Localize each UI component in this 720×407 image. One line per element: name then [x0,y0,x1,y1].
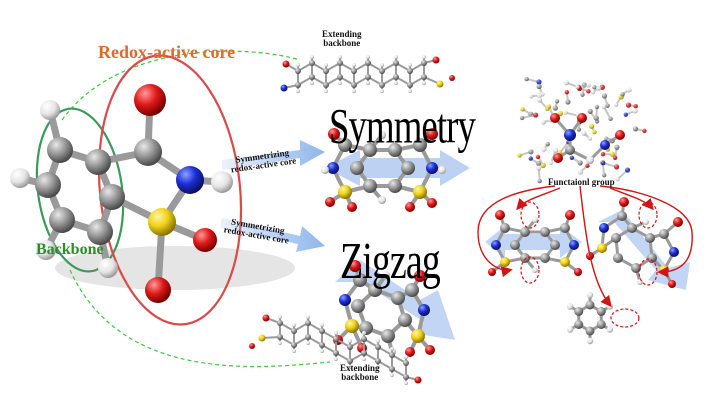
benzene-molecule [566,291,614,345]
connector-top [61,50,301,121]
functional-group-label: Functaionl group [548,177,615,187]
extending-backbone-top-label: Extending backbone [322,29,362,49]
backbone-ellipse [35,107,125,273]
arrow-symmetrizing-top [222,140,325,170]
symmetry-molecule [321,128,470,212]
arrow-symmetrizing-bottom [220,218,325,252]
extended-backbone-molecule-top [280,55,455,93]
zigzag-molecule [333,260,455,357]
extending-backbone-bottom-line2: backbone [341,372,379,383]
backbone-label: Backbone [36,241,104,258]
extending-backbone-bottom-line1: Extending [340,363,380,373]
extending-backbone-bottom-label: Extending backbone [340,363,380,383]
symmetry-title: Symmetry [329,97,476,154]
saccharin-molecule [10,84,233,303]
redox-core-label: Redox-active core [98,42,236,62]
substitution-site-marks [520,201,658,328]
extending-backbone-top-line2: backbone [323,38,361,49]
zigzag-title: Zigzag [340,231,441,290]
functional-group-cluster [517,76,647,184]
functional-group-arrows [477,185,693,308]
functionalized-molecule-left [485,210,582,276]
extended-backbone-molecule-bottom [249,314,422,385]
connector-bottom [69,269,331,368]
functionalized-molecule-right [586,197,690,290]
extending-backbone-top-line1: Extending [322,29,362,39]
